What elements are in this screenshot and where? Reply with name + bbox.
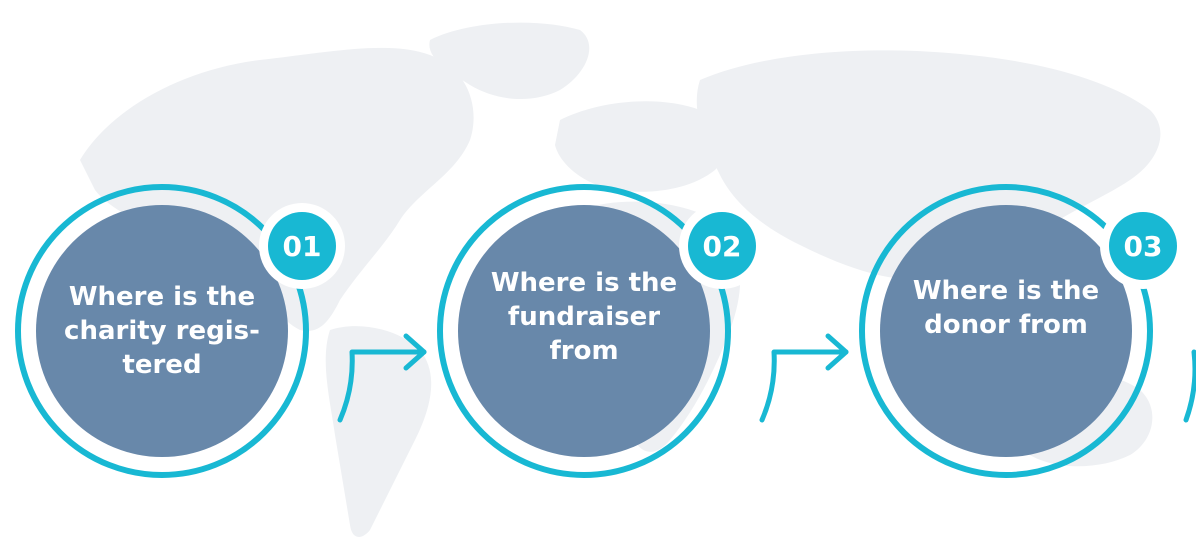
step-1-ring <box>15 184 309 478</box>
step-2-ring <box>437 184 731 478</box>
step-3-number: 03 <box>1109 212 1177 280</box>
step-1-label: Where is the charity regis- tered <box>64 282 260 380</box>
step-3-number-badge: 03 <box>1100 203 1186 289</box>
step-1-number-badge: 01 <box>259 203 345 289</box>
step-3-label: Where is the donor from <box>912 276 1100 340</box>
step-2-disc: Where is the fundraiser from <box>458 205 710 457</box>
step-2-number: 02 <box>688 212 756 280</box>
step-2-label: Where is the fundraiser from <box>490 268 678 366</box>
step-3-disc: Where is the donor from <box>880 205 1132 457</box>
step-1-disc: Where is the charity regis- tered <box>36 205 288 457</box>
step-1-number: 01 <box>268 212 336 280</box>
step-2-number-badge: 02 <box>679 203 765 289</box>
step-3-ring <box>859 184 1153 478</box>
